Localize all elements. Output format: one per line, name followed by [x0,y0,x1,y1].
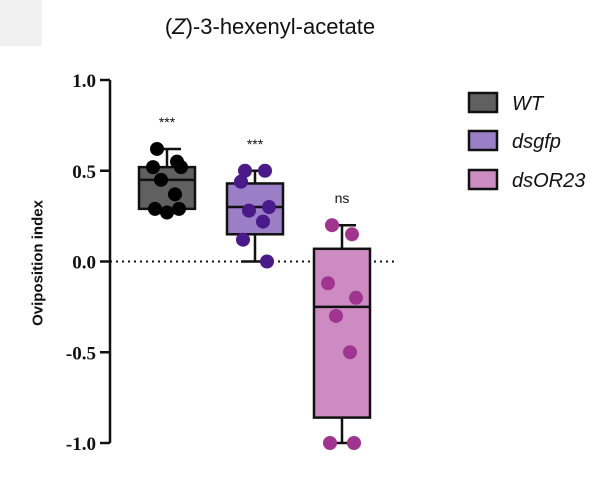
legend-swatch [467,168,499,191]
box-group-dsor23: ns [312,190,372,450]
data-point [262,200,276,215]
data-point [260,254,274,269]
data-point [160,205,174,220]
y-tick-label: 1.0 [72,71,96,92]
box-iqr [312,247,372,419]
box-group-wt: *** [137,114,197,220]
corner-panel [0,0,42,46]
data-point [325,218,339,233]
data-point [343,345,357,360]
legend-item-dsgfp: dsgfp [467,129,561,153]
legend: WT dsgfp dsOR23 [467,91,585,192]
y-tick-label: -0.5 [66,343,96,364]
box-series-group: *** *** ns [137,114,372,450]
y-tick-label: -1.0 [66,434,96,455]
data-point [154,172,168,187]
y-axis: 1.0 0.5 0.0 -0.5 -1.0 [66,71,112,455]
significance-label: ns [335,190,350,206]
data-point [168,187,182,202]
data-point [323,436,337,450]
data-point [172,201,186,216]
y-tick-label: 0.5 [72,162,96,183]
data-point [234,174,248,189]
data-point [150,141,164,156]
data-point [258,163,272,178]
data-point [242,203,256,218]
significance-label: *** [247,136,264,152]
data-point [349,290,363,305]
legend-item-dsor23: dsOR23 [467,168,585,192]
data-point [174,160,188,175]
legend-item-wt: WT [467,91,545,115]
data-point [236,232,250,247]
data-point [146,160,160,175]
data-point [256,214,270,229]
chart-title: (Z)-3-hexenyl-acetate [164,14,376,39]
legend-swatch [467,91,499,114]
significance-label: *** [159,114,176,130]
box-group-dsgfp: *** [225,136,285,269]
data-point [321,276,335,291]
legend-swatch [467,129,499,152]
legend-label: WT [512,93,545,115]
data-point [345,227,359,242]
data-point [347,436,361,450]
box-iqr [137,165,197,211]
data-point [238,163,252,178]
data-point [329,308,343,323]
legend-label: dsOR23 [512,170,585,192]
legend-label: dsgfp [512,131,561,153]
y-tick-label: 0.0 [72,253,96,274]
data-point [148,201,162,216]
